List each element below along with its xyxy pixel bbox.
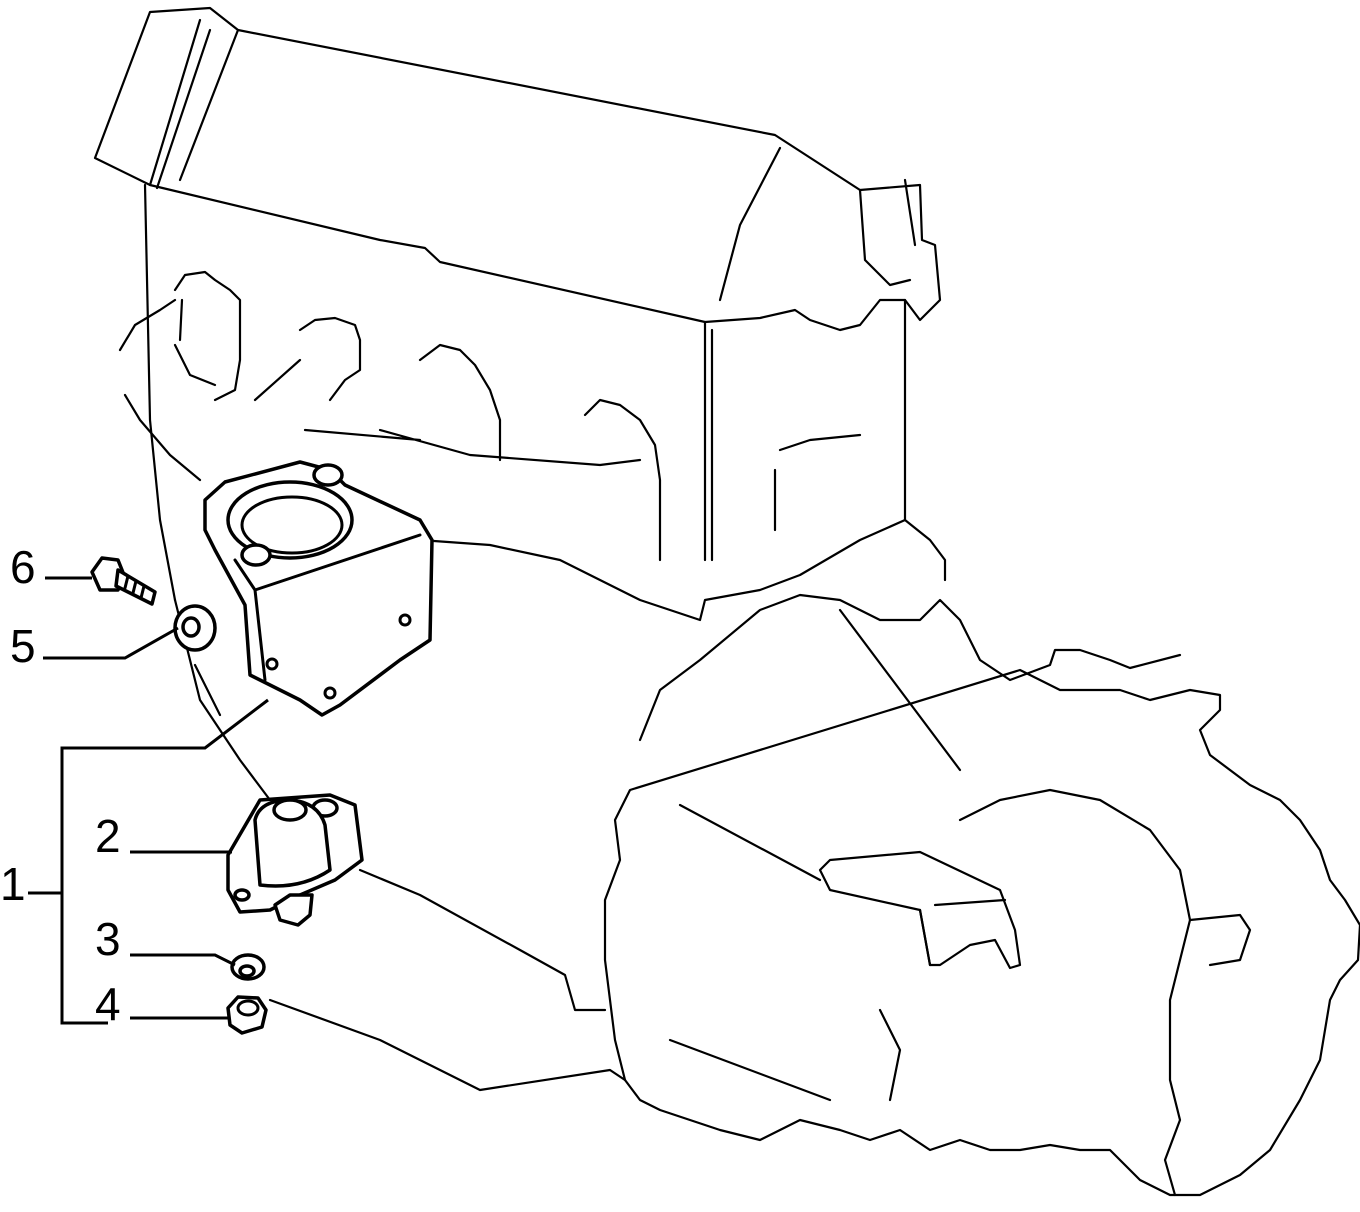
leader-lines — [28, 576, 269, 1025]
callout-2: 2 — [95, 810, 121, 862]
callout-3: 3 — [95, 913, 121, 965]
callout-5: 5 — [10, 620, 36, 672]
washer-part — [173, 604, 217, 652]
bolt-part — [90, 556, 157, 606]
leader-3 — [130, 953, 236, 967]
spacer-washer-part — [230, 953, 266, 981]
leader-5 — [43, 626, 179, 660]
callout-6: 6 — [10, 541, 36, 593]
engine-mount-bracket — [203, 460, 434, 717]
rubber-mount-part — [226, 793, 364, 927]
engine-block-outline — [93, 6, 1360, 1197]
callout-1: 1 — [0, 858, 26, 910]
callout-4: 4 — [95, 978, 121, 1030]
nut-part — [226, 995, 268, 1035]
leader-1 — [28, 698, 269, 1025]
